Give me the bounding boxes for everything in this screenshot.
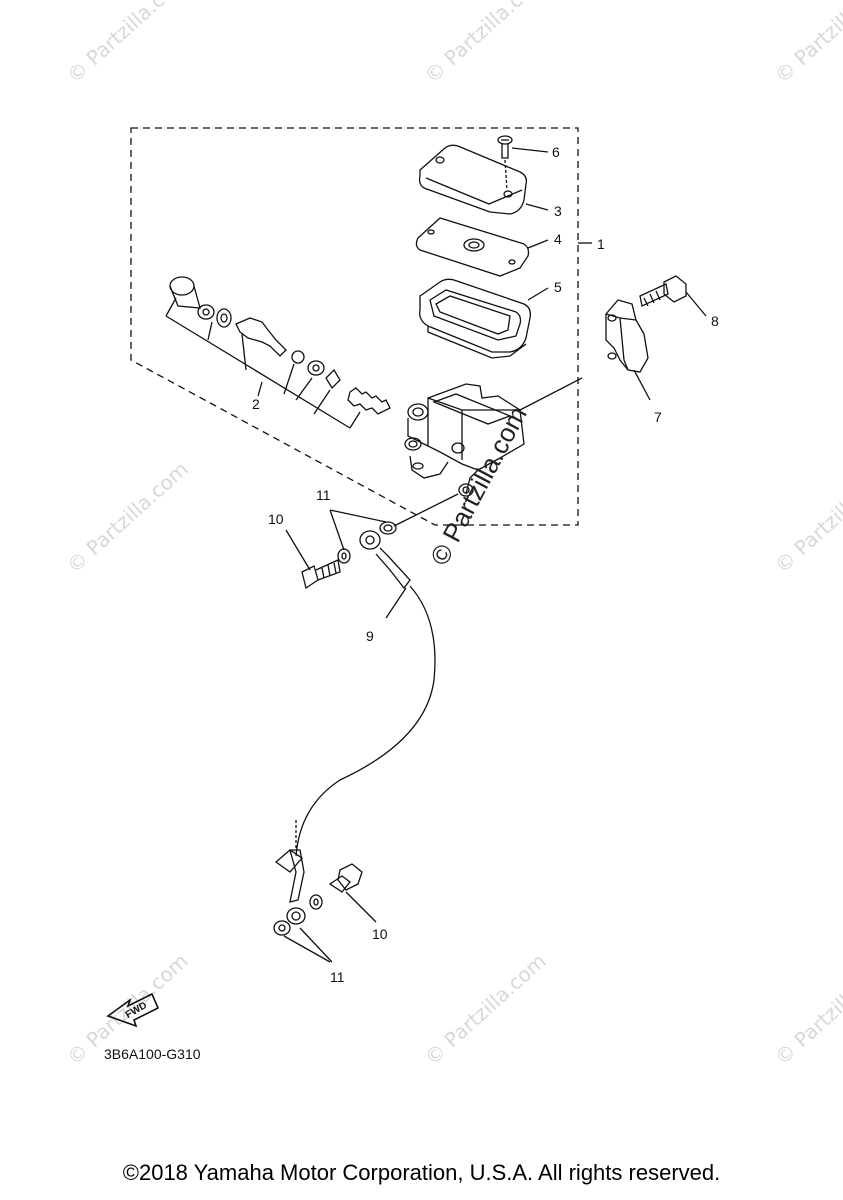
callout-6: 6 <box>552 144 560 160</box>
callout-4: 4 <box>554 231 562 247</box>
brake-hose-part <box>274 585 436 903</box>
callout-9: 9 <box>366 628 374 644</box>
callout-8: 8 <box>711 313 719 329</box>
diaphragm-part <box>419 278 549 359</box>
lower-banjo-fitting-part <box>273 863 377 963</box>
holder-part <box>605 299 651 401</box>
callout-11-upper: 11 <box>316 487 331 503</box>
callout-10-upper: 10 <box>268 511 284 527</box>
copyright-notice: ©2018 Yamaha Motor Corporation, U.S.A. A… <box>122 1160 721 1185</box>
callout-7: 7 <box>654 409 662 425</box>
callout-10-lower: 10 <box>372 926 388 942</box>
holder-bolt-part <box>639 275 707 317</box>
callout-2: 2 <box>252 396 260 412</box>
piston-kit-part <box>165 276 391 429</box>
master-cylinder-body-part <box>404 377 583 495</box>
callout-1: 1 <box>597 236 605 252</box>
callout-5: 5 <box>554 279 562 295</box>
diagram-code: 3B6A100-G310 <box>104 1046 201 1062</box>
reservoir-cap-part <box>418 144 549 215</box>
screw-part <box>497 135 549 191</box>
assembly-boundary <box>130 127 579 526</box>
banjo-fitting-part <box>285 483 474 619</box>
callout-11-lower: 11 <box>330 969 345 985</box>
fwd-arrow-icon <box>106 992 160 1028</box>
callout-3: 3 <box>554 203 562 219</box>
diaphragm-plate-part <box>415 217 549 277</box>
